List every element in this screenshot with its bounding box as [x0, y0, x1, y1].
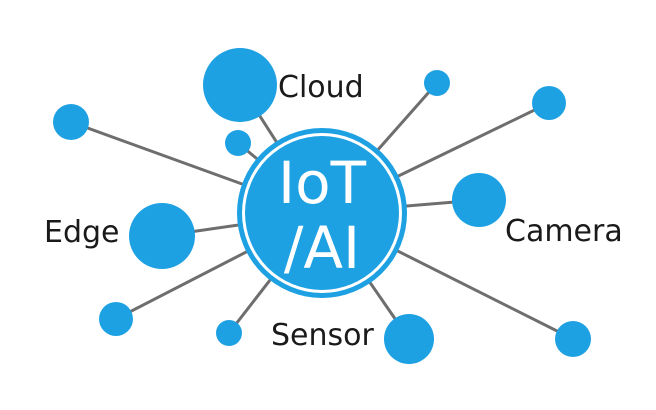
nodes: [53, 48, 591, 364]
node-top-small: [225, 130, 251, 156]
node-sensor: [384, 314, 434, 364]
hub-core: [245, 136, 399, 290]
node-camera: [452, 173, 506, 227]
node-upper-right: [532, 86, 566, 120]
hub: IoT /AI: [237, 128, 407, 298]
labels: Cloud Edge Camera Sensor: [44, 70, 623, 353]
node-bottom-small: [216, 320, 242, 346]
node-upper-left: [53, 104, 89, 140]
label-edge: Edge: [44, 215, 120, 250]
node-lower-right: [555, 321, 591, 357]
label-camera: Camera: [505, 214, 623, 249]
node-edge: [129, 203, 195, 269]
label-sensor: Sensor: [271, 318, 374, 353]
node-cloud: [203, 48, 277, 122]
label-cloud: Cloud: [278, 70, 364, 105]
hub-label-line2: /AI: [284, 214, 360, 282]
node-top-right: [424, 70, 450, 96]
hub-label-line1: IoT: [278, 149, 367, 217]
node-lower-left: [99, 302, 133, 336]
